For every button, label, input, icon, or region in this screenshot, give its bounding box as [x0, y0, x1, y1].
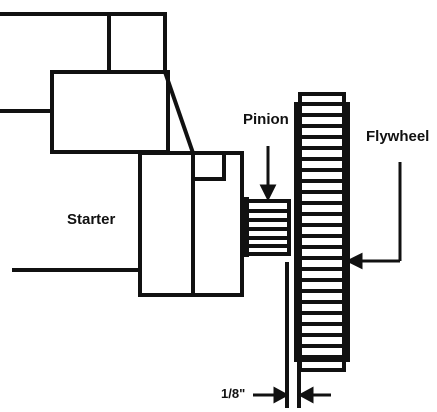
- pinion-arrow: [259, 146, 277, 202]
- gap-arrow-right: [297, 386, 331, 404]
- gap-measurement-label: 1/8": [221, 386, 246, 401]
- starter-label: Starter: [67, 211, 116, 228]
- starter-motor-body: [12, 151, 249, 297]
- flywheel-label: Flywheel: [366, 128, 430, 145]
- pinion-label: Pinion: [243, 111, 289, 128]
- flywheel-gear: [294, 92, 350, 372]
- gap-arrow-left: [253, 386, 290, 404]
- solenoid-body: [0, 70, 195, 154]
- flywheel-arrow: [345, 162, 402, 270]
- gap-dimension: [285, 262, 301, 408]
- pinion-gear: [243, 199, 291, 256]
- solenoid-top-block: [0, 12, 167, 74]
